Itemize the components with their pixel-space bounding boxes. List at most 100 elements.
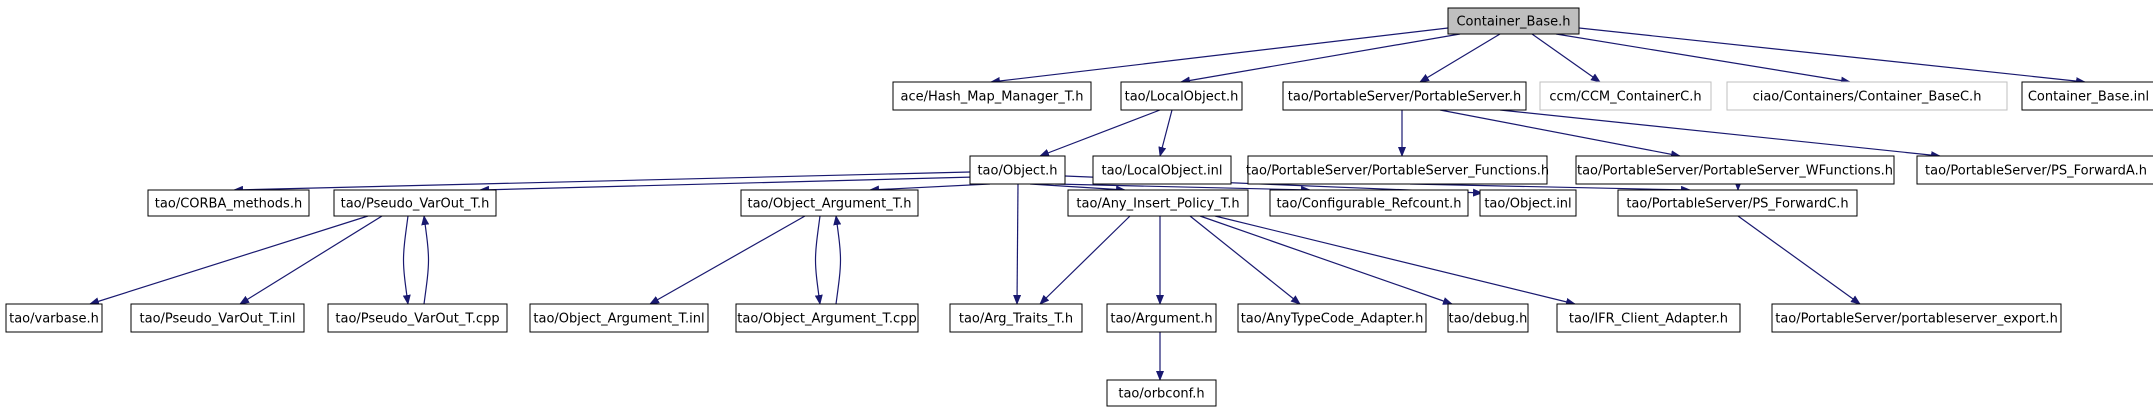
edge-aip-to-atca: [1189, 215, 1301, 305]
edge-root-to-cbi: [1578, 27, 2086, 86]
node-loi[interactable]: tao/LocalObject.inl: [1092, 155, 1232, 185]
node-label: tao/Object.h: [977, 164, 1057, 179]
node-label: tao/Object.inl: [1484, 197, 1571, 212]
node-ciao[interactable]: ciao/Containers/Container_BaseC.h: [1726, 81, 2008, 111]
edge-pvoc-to-pvo: [421, 215, 430, 305]
node-hmm[interactable]: ace/Hash_Map_Manager_T.h: [892, 81, 1092, 111]
node-box: [327, 303, 508, 333]
node-varb[interactable]: tao/varbase.h: [5, 303, 103, 333]
node-cbi[interactable]: Container_Base.inl: [2021, 81, 2153, 111]
node-box: [1269, 189, 1469, 217]
edge-root-to-lo: [1180, 33, 1461, 85]
node-label: tao/Any_Insert_Policy_T.h: [1076, 197, 1239, 212]
node-orbc[interactable]: tao/orbconf.h: [1106, 379, 1217, 407]
node-label: tao/CORBA_methods.h: [155, 197, 302, 212]
node-box: [147, 189, 310, 217]
edge-pvo-to-pvoc: [402, 215, 411, 305]
node-psfc[interactable]: tao/PortableServer/PS_ForwardC.h: [1617, 189, 1858, 217]
node-box: [1247, 155, 1548, 185]
node-label: tao/PortableServer/PortableServer.h: [1288, 90, 1521, 105]
node-box: [1771, 303, 2062, 333]
node-box: [529, 303, 709, 333]
node-psfa[interactable]: tao/PortableServer/PS_ForwardA.h: [1916, 155, 2153, 185]
edge-obj-to-aip: [1029, 183, 1126, 194]
node-label: tao/Pseudo_VarOut_T.cpp: [335, 312, 499, 327]
node-box: [969, 155, 1066, 185]
node-box: [333, 189, 497, 217]
node-psf[interactable]: tao/PortableServer/PortableServer_Functi…: [1246, 155, 1549, 185]
node-lo[interactable]: tao/LocalObject.h: [1120, 81, 1243, 111]
node-aip[interactable]: tao/Any_Insert_Policy_T.h: [1067, 189, 1249, 217]
node-label: ace/Hash_Map_Manager_T.h: [901, 90, 1084, 105]
node-ccm[interactable]: ccm/CCM_ContainerC.h: [1539, 81, 1712, 111]
node-label: tao/AnyTypeCode_Adapter.h: [1241, 312, 1424, 327]
node-oat[interactable]: tao/Object_Argument_T.h: [740, 189, 919, 217]
node-oatc[interactable]: tao/Object_Argument_T.cpp: [735, 303, 919, 333]
edge-obj-to-argt: [1013, 183, 1022, 305]
node-root[interactable]: Container_Base.h: [1447, 7, 1580, 35]
node-box: [1106, 303, 1217, 333]
node-box: [949, 303, 1083, 333]
node-atca[interactable]: tao/AnyTypeCode_Adapter.h: [1237, 303, 1427, 333]
edge-root-to-ccm: [1531, 33, 1601, 83]
node-box: [130, 303, 305, 333]
node-oati[interactable]: tao/Object_Argument_T.inl: [529, 303, 709, 333]
node-label: tao/Object_Argument_T.cpp: [737, 312, 916, 327]
node-label: Container_Base.inl: [2028, 90, 2149, 105]
node-box: [740, 189, 919, 217]
node-label: tao/PortableServer/PortableServer_WFunct…: [1577, 164, 1893, 179]
node-box: [5, 303, 103, 333]
node-box: [1539, 81, 1712, 111]
node-box: [1726, 81, 2008, 111]
edge-pvo-to-pvoi: [239, 215, 383, 305]
node-label: tao/Argument.h: [1110, 312, 1212, 327]
edge-ps-to-pswf: [1439, 109, 1681, 159]
node-label: tao/LocalObject.h: [1125, 90, 1239, 105]
node-label: tao/PortableServer/PS_ForwardA.h: [1925, 164, 2147, 179]
edge-ps-to-psfa: [1499, 109, 1941, 160]
edge-root-to-hmm: [990, 27, 1449, 85]
node-box: [1106, 379, 1217, 407]
node-objinl[interactable]: tao/Object.inl: [1479, 189, 1577, 217]
node-corba[interactable]: tao/CORBA_methods.h: [147, 189, 310, 217]
node-box: [892, 81, 1092, 111]
edge-aip-to-dbg: [1199, 215, 1453, 305]
node-pse[interactable]: tao/PortableServer/portableserver_export…: [1771, 303, 2062, 333]
node-box: [1447, 303, 1529, 333]
edge-aip-to-ifr: [1214, 215, 1576, 306]
node-pswf[interactable]: tao/PortableServer/PortableServer_WFunct…: [1575, 155, 1895, 185]
node-box: [1479, 189, 1577, 217]
edge-lo-to-obj: [1039, 109, 1161, 157]
node-label: tao/debug.h: [1449, 312, 1528, 327]
edge-psfc-to-pse: [1737, 215, 1861, 305]
node-box: [1092, 155, 1232, 185]
edge-oatc-to-oat: [833, 215, 842, 305]
edge-layer: [89, 27, 2086, 381]
node-label: tao/orbconf.h: [1118, 387, 1204, 402]
node-arg[interactable]: tao/Argument.h: [1106, 303, 1217, 333]
node-box: [1120, 81, 1243, 111]
node-label: tao/IFR_Client_Adapter.h: [1569, 312, 1728, 327]
node-ps[interactable]: tao/PortableServer/PortableServer.h: [1282, 81, 1527, 111]
node-box: [1617, 189, 1858, 217]
node-ifr[interactable]: tao/IFR_Client_Adapter.h: [1556, 303, 1741, 333]
node-pvo[interactable]: tao/Pseudo_VarOut_T.h: [333, 189, 497, 217]
node-label: tao/PortableServer/PS_ForwardC.h: [1626, 197, 1848, 212]
edge-lo-to-loi: [1158, 109, 1173, 157]
node-obj[interactable]: tao/Object.h: [969, 155, 1066, 185]
node-label: tao/PortableServer/portableserver_export…: [1775, 312, 2058, 327]
node-box: [1556, 303, 1741, 333]
edge-oat-to-oatc: [814, 215, 823, 305]
node-label: tao/Arg_Traits_T.h: [959, 312, 1073, 327]
node-pvoi[interactable]: tao/Pseudo_VarOut_T.inl: [130, 303, 305, 333]
node-label: tao/PortableServer/PortableServer_Functi…: [1246, 164, 1549, 179]
node-dbg[interactable]: tao/debug.h: [1447, 303, 1529, 333]
node-argt[interactable]: tao/Arg_Traits_T.h: [949, 303, 1083, 333]
node-pvoc[interactable]: tao/Pseudo_VarOut_T.cpp: [327, 303, 508, 333]
node-label: tao/Pseudo_VarOut_T.h: [341, 197, 490, 212]
node-label: tao/LocalObject.inl: [1101, 164, 1222, 179]
node-layer: Container_Base.h ace/Hash_Map_Manager_T.h…: [5, 7, 2153, 407]
node-label: ccm/CCM_ContainerC.h: [1549, 90, 1701, 105]
node-cref[interactable]: tao/Configurable_Refcount.h: [1269, 189, 1469, 217]
